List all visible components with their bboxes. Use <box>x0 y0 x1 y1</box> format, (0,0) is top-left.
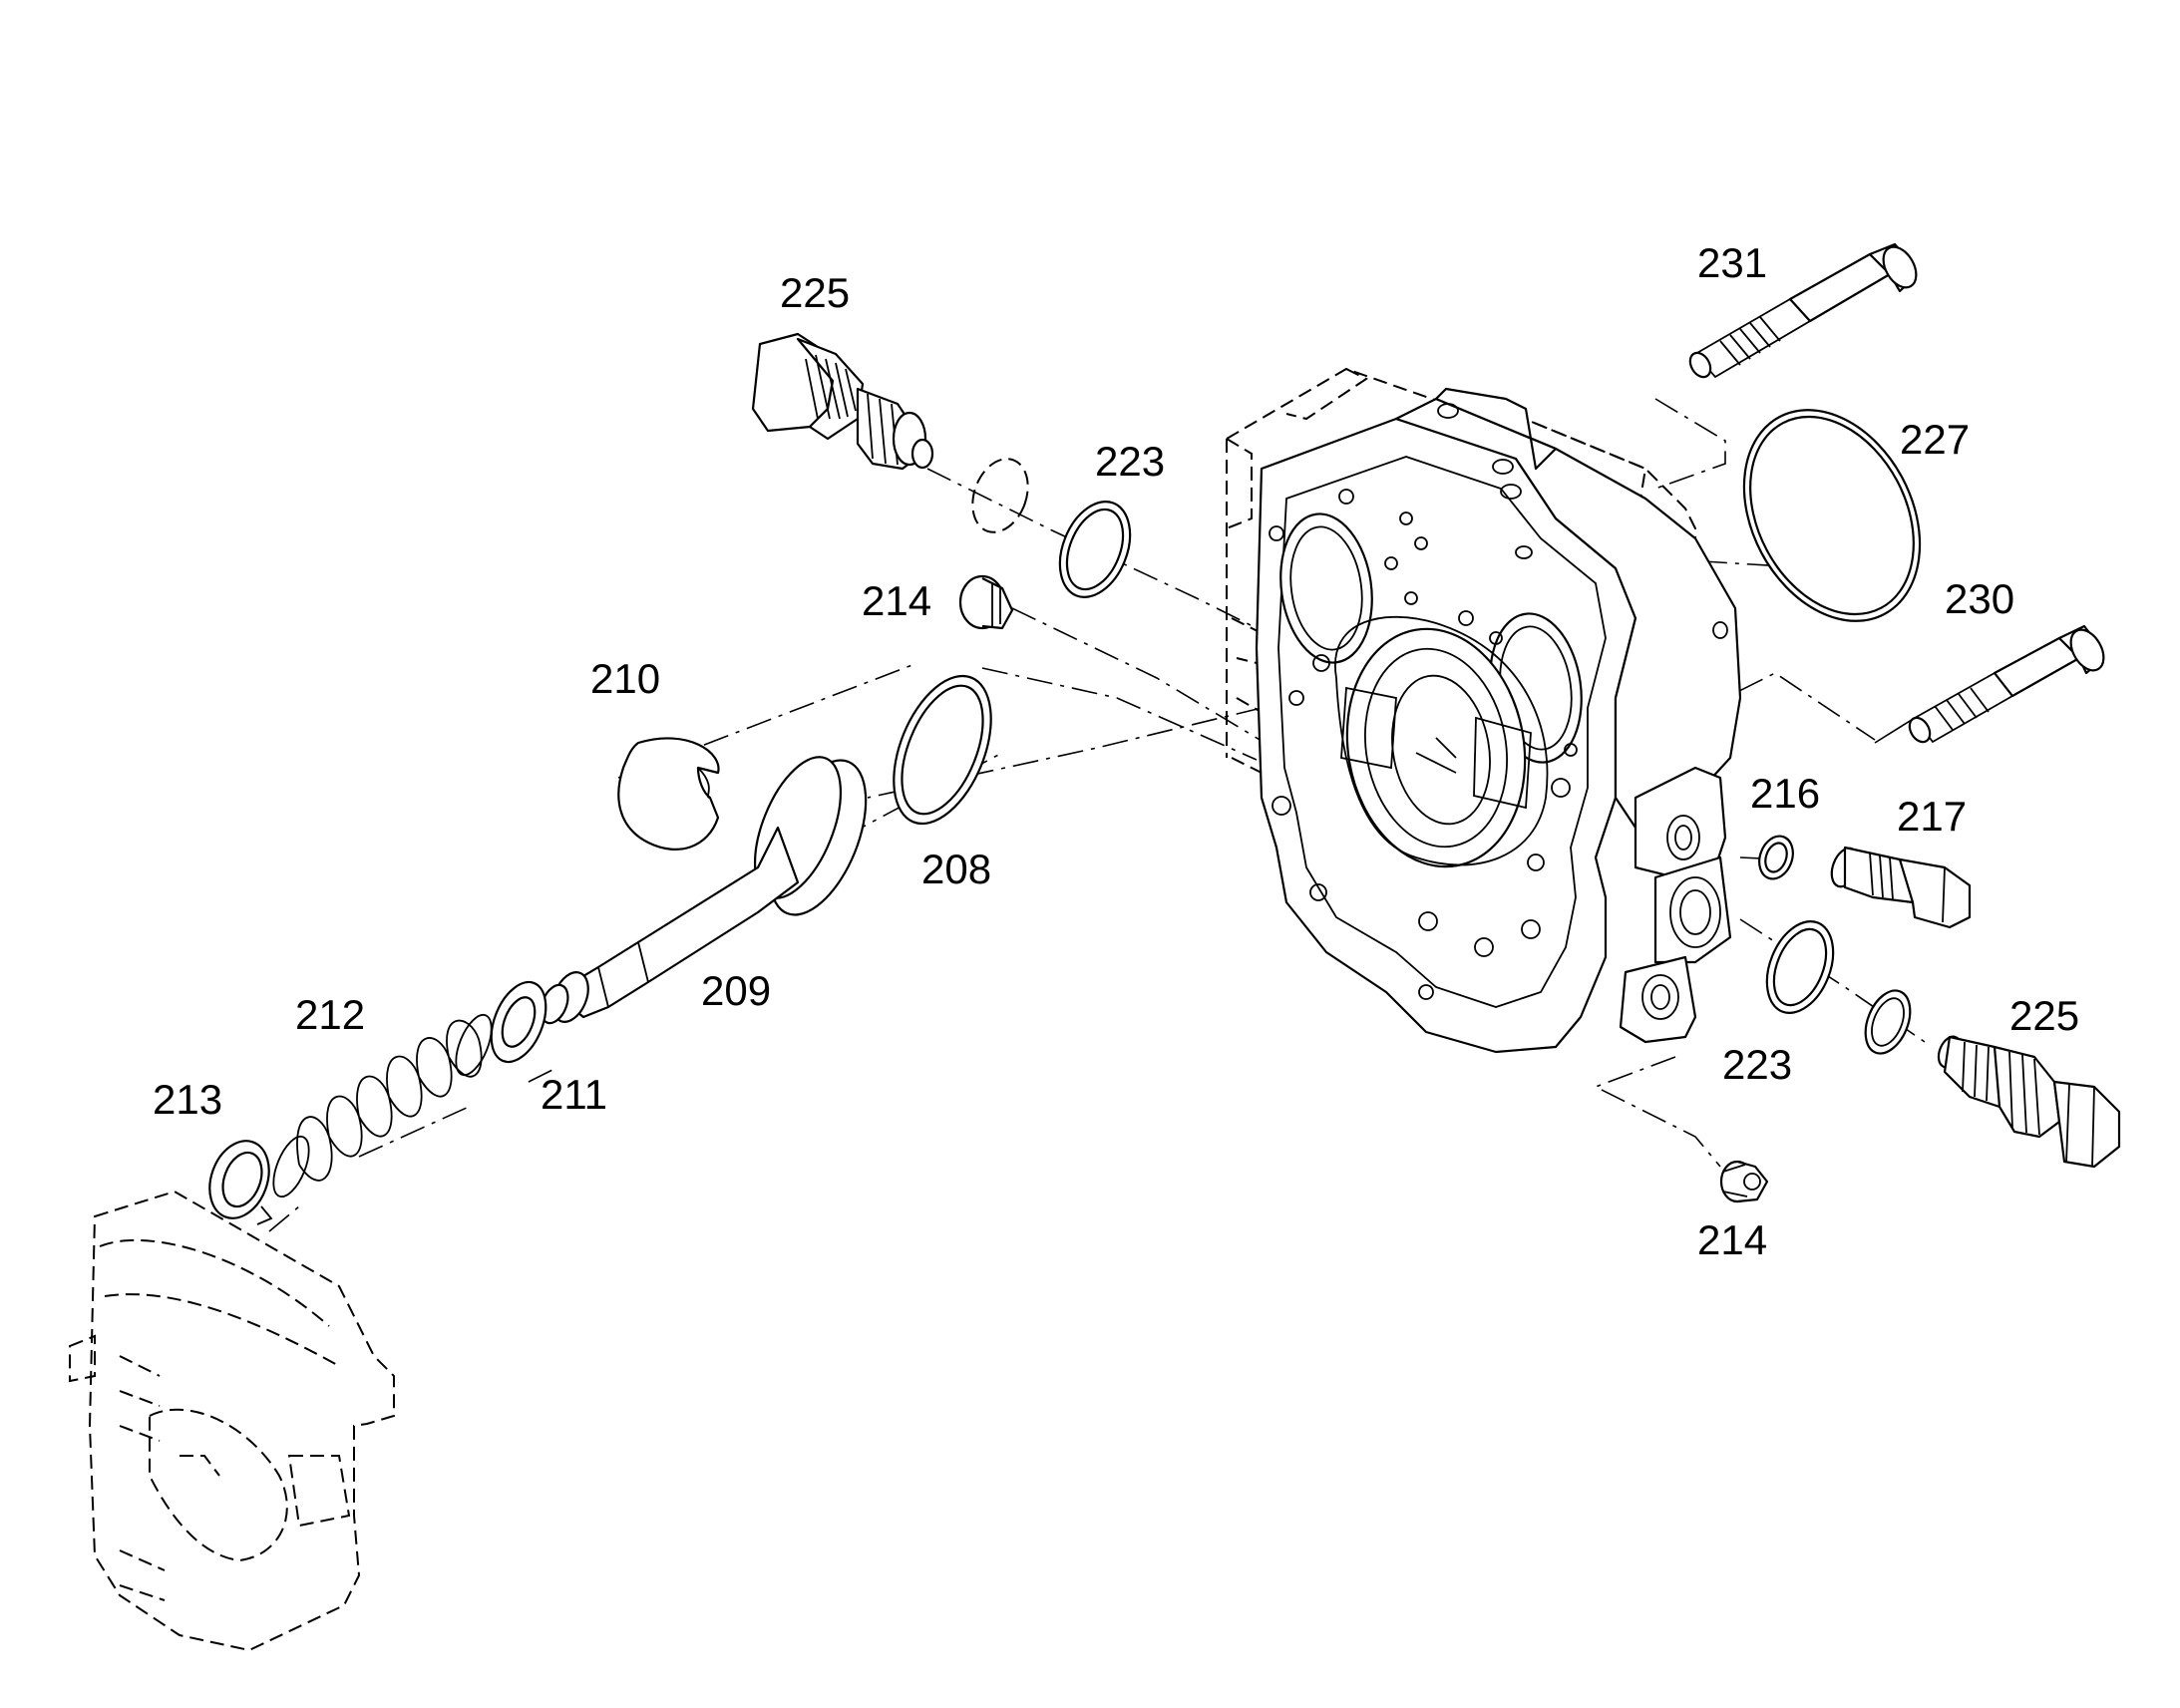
callout-210: 210 <box>590 655 660 702</box>
part-212-compression-spring <box>272 1013 493 1198</box>
part-223-top-o-ring <box>1058 501 1132 598</box>
callout-225-right: 225 <box>2009 992 2079 1039</box>
part-211-washer <box>490 980 547 1064</box>
part-225-top-cartridge-valve <box>751 332 934 471</box>
callout-223-top: 223 <box>1095 438 1165 485</box>
callout-225-top: 225 <box>780 269 850 316</box>
callout-209: 209 <box>701 967 771 1014</box>
callout-214-bottom: 214 <box>1697 1216 1767 1263</box>
seal-ring-225-right <box>1864 989 1912 1055</box>
callout-216: 216 <box>1750 770 1820 817</box>
part-216-small-o-ring <box>1758 835 1794 880</box>
callout-231: 231 <box>1697 239 1767 286</box>
callout-208: 208 <box>921 846 991 892</box>
ghost-housing-lower-left <box>69 1190 395 1652</box>
part-213-retaining-ring <box>208 1140 273 1225</box>
seal-ring-225-right-inner <box>1871 997 1905 1047</box>
part-225-right-cartridge-valve <box>1937 1035 2121 1169</box>
seal-ring-225-top <box>971 458 1029 533</box>
part-217-plug-valve <box>1830 846 1972 929</box>
callout-230: 230 <box>1945 575 2014 622</box>
callout-217: 217 <box>1897 793 1967 840</box>
part-231-cap-screw <box>1688 242 1918 379</box>
callout-213: 213 <box>153 1076 222 1123</box>
callout-212: 212 <box>295 991 365 1038</box>
part-223-right-o-ring <box>1765 919 1835 1015</box>
callout-223-right: 223 <box>1722 1041 1792 1088</box>
callout-227: 227 <box>1900 416 1970 463</box>
callout-211: 211 <box>541 1071 607 1118</box>
part-230-cap-screw <box>1908 624 2105 744</box>
main-housing-block <box>1255 387 1742 1054</box>
callout-labels: 231 225 223 227 214 230 210 208 216 217 … <box>153 239 2079 1263</box>
part-209-piston-spool <box>540 756 868 1025</box>
part-214-bottom-plug <box>1719 1160 1769 1203</box>
part-227-large-o-ring <box>1742 409 1922 622</box>
callout-214-top: 214 <box>862 577 931 624</box>
part-208-seal-ring <box>893 674 992 826</box>
part-210-c-clip <box>617 737 720 851</box>
part-214-top-plug <box>958 574 1014 630</box>
